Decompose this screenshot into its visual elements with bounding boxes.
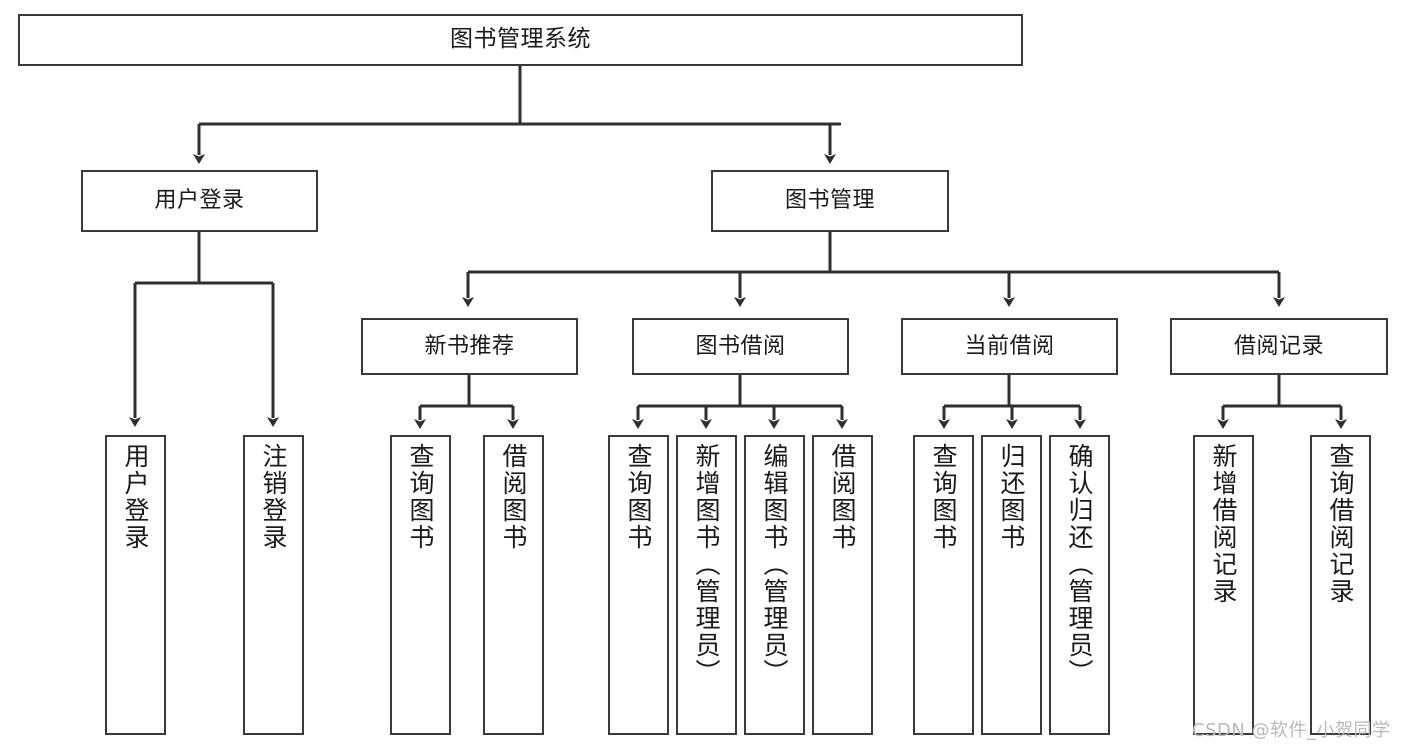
node-leaf-return-book[interactable]: 归还图书 [981,435,1042,735]
node-leaf-return-book-label: 归还图书 [997,443,1026,551]
node-leaf-query-record-label: 查询借阅记录 [1326,443,1355,605]
node-leaf-borrow-book-2-label: 借阅图书 [828,443,857,551]
node-leaf-query-book-1[interactable]: 查询图书 [390,435,451,735]
node-new-book-recommend-label: 新书推荐 [424,333,515,359]
node-leaf-logout-login[interactable]: 注销登录 [243,435,304,735]
node-leaf-query-book-2-label: 查询图书 [624,443,653,551]
node-new-book-recommend[interactable]: 新书推荐 [361,318,578,375]
node-leaf-query-book-1-label: 查询图书 [406,443,435,551]
node-book-manage[interactable]: 图书管理 [711,170,949,232]
node-user-login-label: 用户登录 [154,188,245,214]
node-leaf-borrow-book-1-label: 借阅图书 [499,443,528,551]
node-leaf-add-record-label: 新增借阅记录 [1209,443,1238,605]
node-borrow-record-label: 借阅记录 [1233,333,1324,359]
node-leaf-borrow-book-2[interactable]: 借阅图书 [812,435,873,735]
node-leaf-query-book-3[interactable]: 查询图书 [913,435,974,735]
node-root-label: 图书管理系统 [450,26,591,53]
node-user-login[interactable]: 用户登录 [81,170,318,232]
node-leaf-user-login[interactable]: 用户登录 [105,435,166,735]
node-current-borrow[interactable]: 当前借阅 [901,318,1118,375]
node-book-manage-label: 图书管理 [784,188,875,214]
node-book-borrow-label: 图书借阅 [695,333,786,359]
node-leaf-edit-book[interactable]: 编辑图书（管理员） [744,435,805,735]
node-leaf-user-login-label: 用户登录 [121,443,150,551]
watermark: CSDN @软件_小贺同学 [1192,720,1391,741]
node-leaf-borrow-book-1[interactable]: 借阅图书 [483,435,544,735]
node-leaf-add-book-label: 新增图书（管理员） [692,443,721,686]
node-current-borrow-label: 当前借阅 [964,333,1055,359]
node-leaf-add-book[interactable]: 新增图书（管理员） [676,435,737,735]
node-root[interactable]: 图书管理系统 [18,14,1023,66]
node-leaf-add-record[interactable]: 新增借阅记录 [1193,435,1254,735]
node-leaf-confirm-return-label: 确认归还（管理员） [1065,443,1094,686]
node-leaf-query-book-3-label: 查询图书 [929,443,958,551]
node-leaf-confirm-return[interactable]: 确认归还（管理员） [1049,435,1110,735]
node-leaf-query-record[interactable]: 查询借阅记录 [1310,435,1371,735]
node-borrow-record[interactable]: 借阅记录 [1170,318,1388,375]
node-leaf-logout-login-label: 注销登录 [259,443,288,551]
node-leaf-query-book-2[interactable]: 查询图书 [608,435,669,735]
node-book-borrow[interactable]: 图书借阅 [632,318,849,375]
node-leaf-edit-book-label: 编辑图书（管理员） [760,443,789,686]
